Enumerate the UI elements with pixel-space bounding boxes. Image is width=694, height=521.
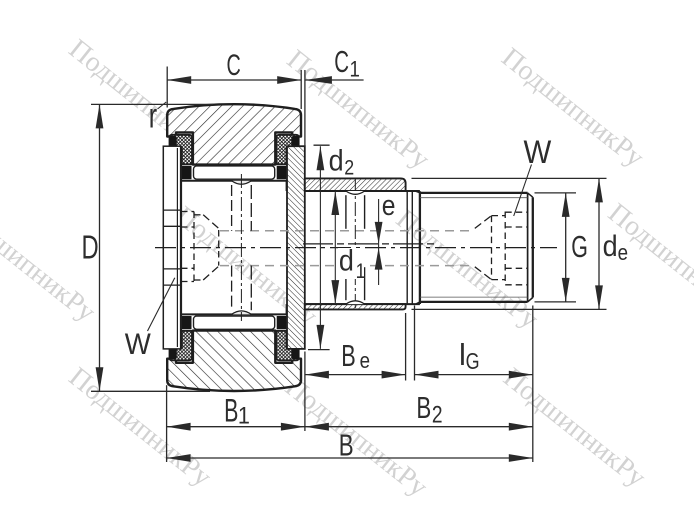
svg-text:W: W — [524, 134, 552, 170]
svg-text:d: d — [339, 244, 354, 278]
svg-text:2: 2 — [432, 401, 443, 429]
svg-text:G: G — [571, 229, 588, 264]
svg-text:e: e — [618, 242, 628, 266]
svg-text:G: G — [466, 349, 480, 375]
svg-text:l: l — [459, 337, 466, 372]
svg-text:d: d — [603, 230, 618, 264]
svg-text:D: D — [82, 230, 99, 267]
svg-text:e: e — [360, 350, 370, 374]
svg-text:B: B — [416, 391, 431, 425]
svg-text:C: C — [227, 49, 241, 82]
svg-text:C: C — [334, 44, 349, 79]
svg-text:r: r — [149, 97, 157, 136]
svg-text:1: 1 — [238, 401, 250, 428]
svg-text:1: 1 — [356, 259, 366, 283]
svg-text:B: B — [224, 392, 238, 428]
svg-text:e: e — [382, 189, 396, 221]
svg-text:B: B — [341, 338, 355, 373]
svg-text:d: d — [329, 144, 344, 178]
svg-text:1: 1 — [350, 58, 360, 82]
svg-text:B: B — [339, 428, 354, 462]
svg-text:2: 2 — [344, 156, 354, 180]
svg-text:W: W — [125, 328, 152, 361]
